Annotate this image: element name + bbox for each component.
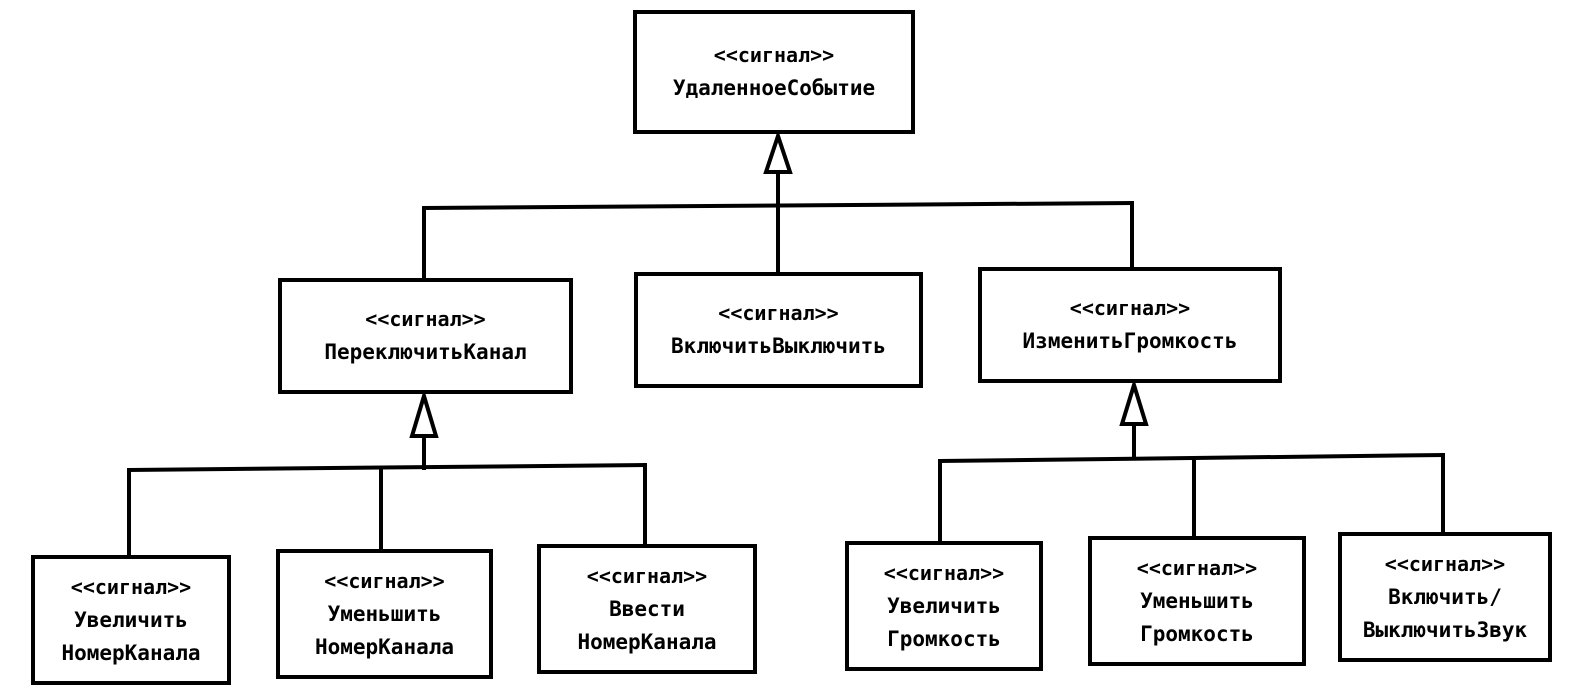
signal-name-line-2: Громкость: [1140, 621, 1254, 646]
signal-name-line-2: НомерКанала: [577, 629, 717, 654]
stereotype-label: <<сигнал>>: [70, 574, 192, 599]
signal-node-dec-volume: <<сигнал>> Уменьшить Громкость: [1088, 536, 1306, 666]
signal-name-line-2: Громкость: [887, 626, 1001, 651]
signal-node-change-volume: <<сигнал>> ИзменитьГромкость: [978, 267, 1282, 383]
connector-root-bus: [421, 200, 1135, 211]
signal-name-line-2: ВыключитьЗвук: [1362, 617, 1528, 642]
signal-name-line-1: Уменьшить: [1140, 588, 1254, 613]
stereotype-label: <<сигнал>>: [586, 563, 708, 588]
inheritance-arrowhead-switch-channel: [409, 389, 439, 438]
signal-node-remote-event: <<сигнал>> УдаленноеСобытие: [633, 10, 915, 134]
stereotype-label: <<сигнал>>: [1069, 296, 1191, 320]
inheritance-arrowhead-root: [763, 129, 793, 174]
signal-node-inc-volume: <<сигнал>> Увеличить Громкость: [845, 541, 1043, 671]
signal-name: УдаленноеСобытие: [672, 76, 876, 100]
signal-node-dec-channel: <<сигнал>> Уменьшить НомерКанала: [276, 549, 493, 679]
connector-volume-bus: [937, 452, 1446, 464]
signal-node-enter-channel: <<сигнал>> Ввести НомерКанала: [537, 544, 757, 674]
signal-name-line-1: Включить/: [1388, 584, 1502, 609]
stereotype-label: <<сигнал>>: [1136, 555, 1258, 580]
signal-name-line-1: Увеличить: [887, 593, 1001, 618]
signal-name-line-1: Увеличить: [74, 607, 188, 632]
signal-name-line-2: НомерКанала: [61, 640, 201, 665]
stereotype-label: <<сигнал>>: [1384, 551, 1506, 576]
signal-name: ВключитьВыключить: [671, 334, 886, 358]
signal-node-power: <<сигнал>> ВключитьВыключить: [634, 272, 923, 388]
signal-node-mute: <<сигнал>> Включить/ ВыключитьЗвук: [1338, 532, 1552, 662]
signal-name-line-1: Ввести: [609, 596, 685, 621]
signal-node-inc-channel: <<сигнал>> Увеличить НомерКанала: [31, 555, 231, 685]
stereotype-label: <<сигнал>>: [883, 560, 1005, 585]
stereotype-label: <<сигнал>>: [365, 307, 486, 331]
signal-name: ПереключитьКанал: [324, 340, 527, 364]
signal-name-line-1: Уменьшить: [327, 601, 442, 626]
signal-name: ИзменитьГромкость: [1022, 329, 1238, 353]
signal-name-line-2: НомерКанала: [314, 634, 455, 659]
inheritance-arrowhead-change-volume: [1119, 378, 1149, 426]
stereotype-label: <<сигнал>>: [324, 568, 445, 593]
connector-channel-bus: [126, 462, 648, 473]
stereotype-label: <<сигнал>>: [713, 43, 835, 67]
signal-node-switch-channel: <<сигнал>> ПереключитьКанал: [278, 278, 573, 394]
stereotype-label: <<сигнал>>: [718, 301, 839, 325]
